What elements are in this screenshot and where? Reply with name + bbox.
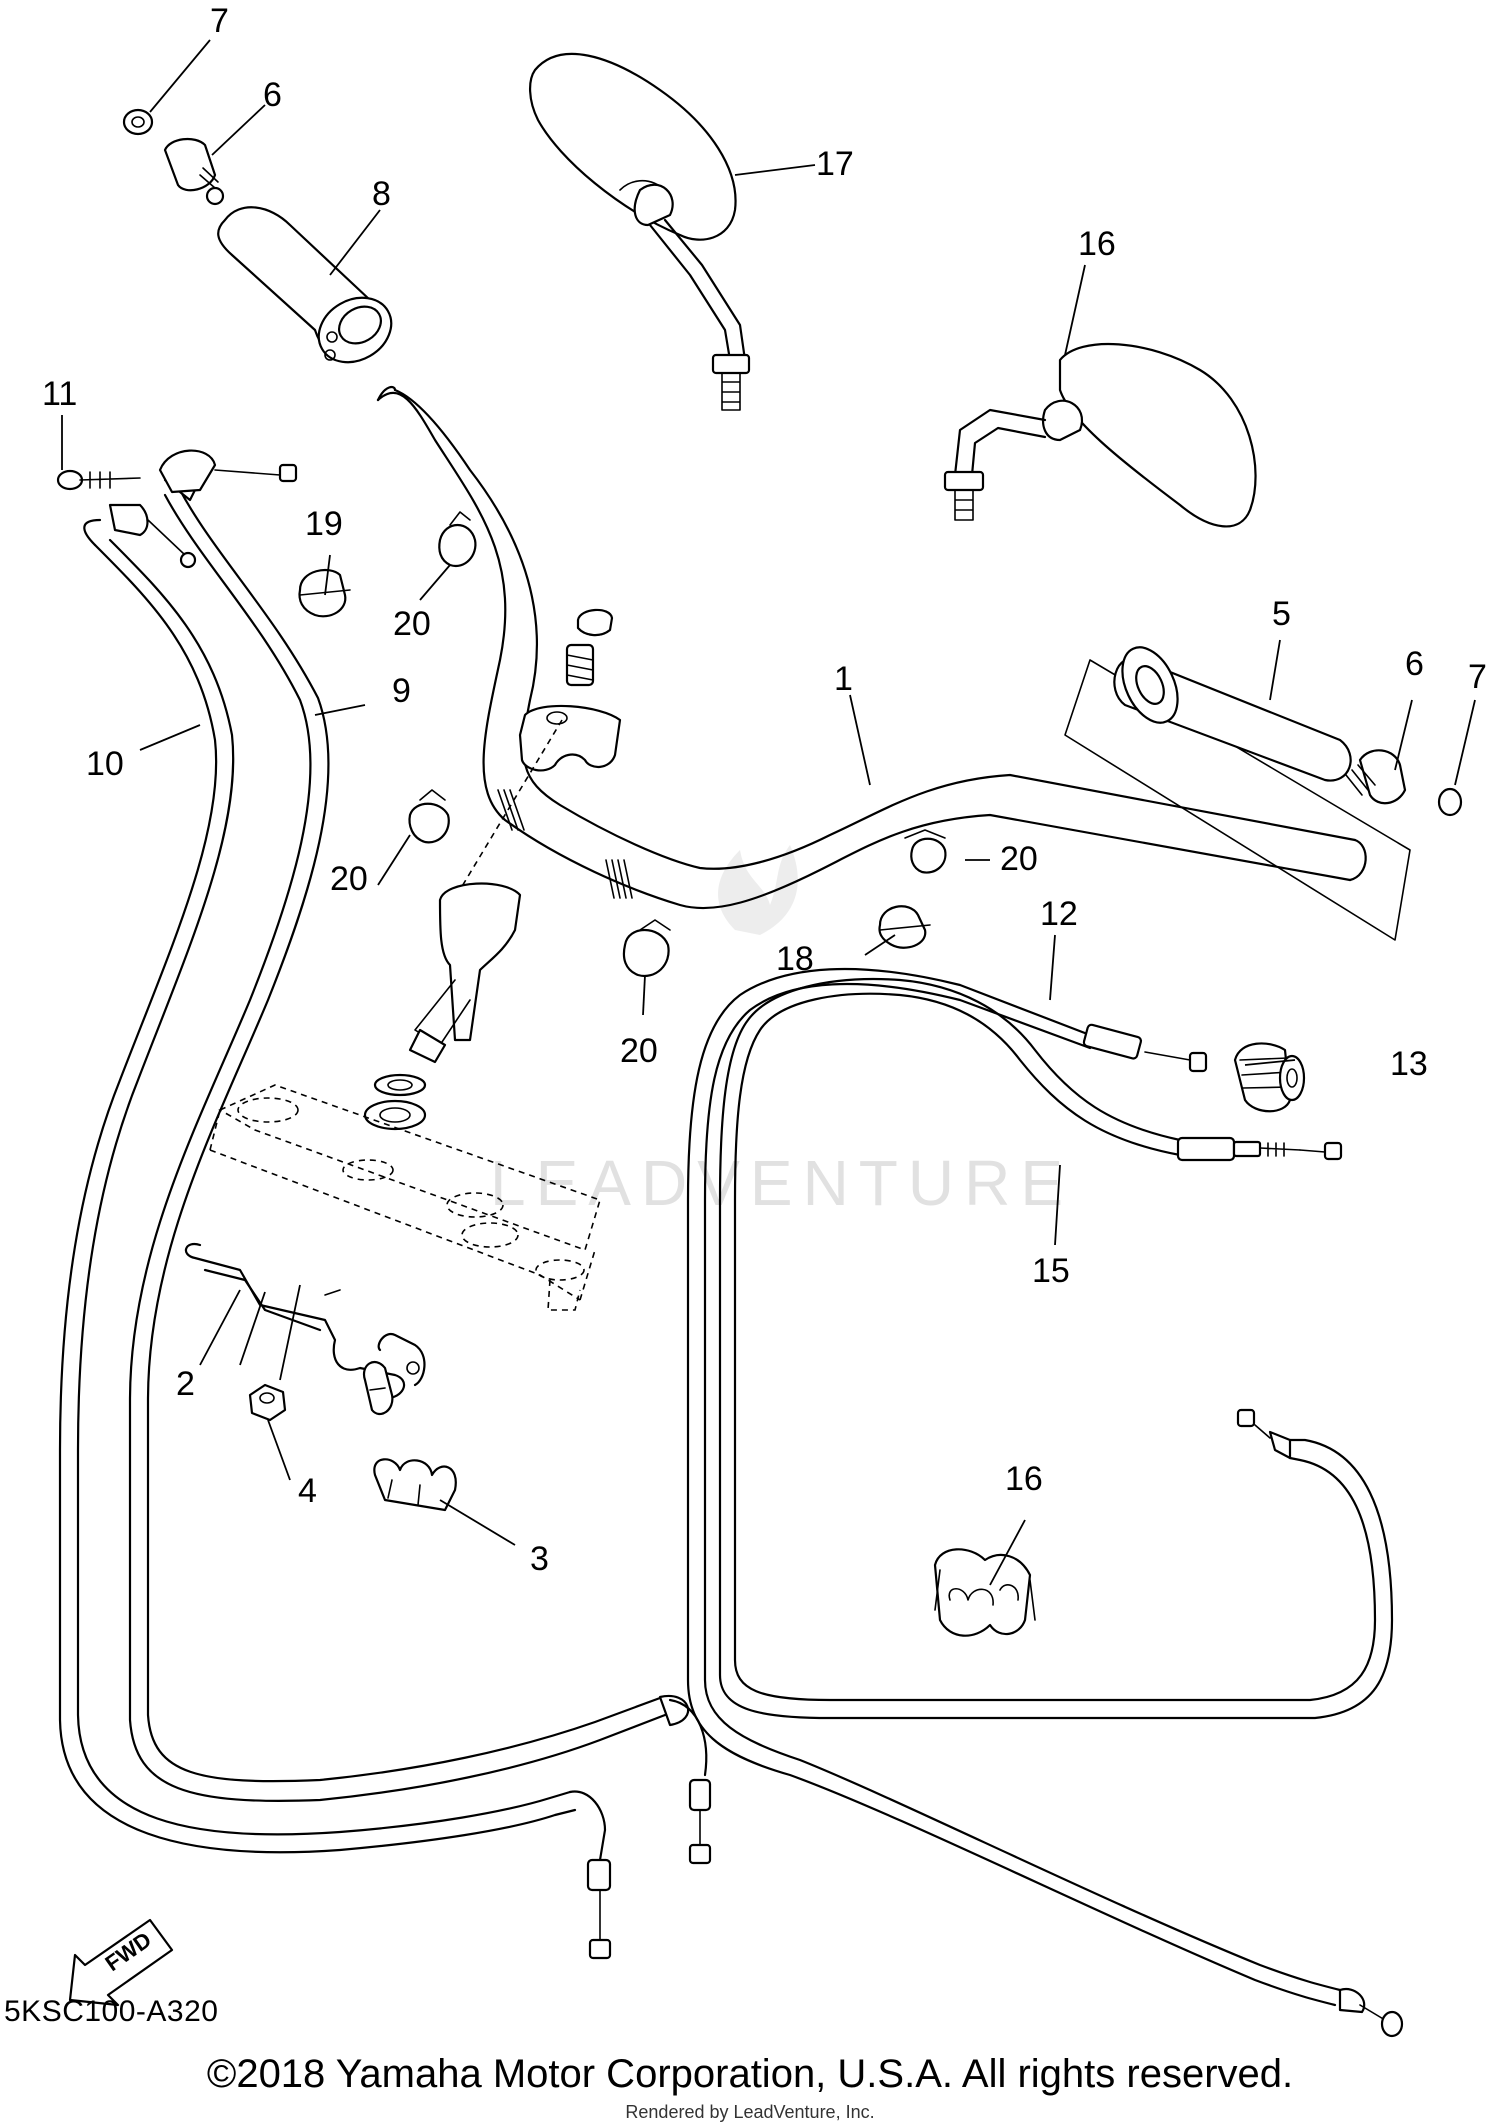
part-label-14: 16 <box>1078 225 1116 263</box>
part-label-13: 13 <box>1390 1045 1428 1083</box>
part-number-labels: 7 6 8 17 16 5 6 7 1 11 19 20 9 10 20 20 … <box>42 2 1487 1578</box>
part-label-20-d: 20 <box>1000 840 1038 878</box>
part-label-16: 15 <box>1032 1252 1070 1290</box>
cable-clamp-20-c[interactable] <box>622 919 671 978</box>
bar-end-cap-right[interactable] <box>1437 787 1463 817</box>
mirror-left[interactable] <box>943 342 1257 528</box>
throttle-cable-top-fitting[interactable] <box>158 449 298 494</box>
part-label-20-c: 20 <box>620 1032 658 1070</box>
mirror-right[interactable] <box>529 52 751 411</box>
part-label-4: 4 <box>298 1472 317 1510</box>
bar-end-weight-right[interactable] <box>1345 749 1407 805</box>
part-label-10: 10 <box>86 745 124 783</box>
part-label-3: 3 <box>530 1540 549 1578</box>
part-label-8: 8 <box>372 175 391 213</box>
part-label-11: 11 <box>42 375 77 413</box>
part-label-2: 2 <box>176 1365 195 1403</box>
leader-lines <box>61 39 1476 1586</box>
handlebar-holder-upper[interactable] <box>518 704 622 772</box>
part-label-19: 19 <box>305 505 343 543</box>
part-label-1: 1 <box>834 660 853 698</box>
part-label-15: 17 <box>816 145 854 183</box>
fwd-arrow: FWD <box>68 1918 174 2007</box>
cable-clamp-19[interactable] <box>298 568 351 618</box>
part-label-7-right: 7 <box>1468 658 1487 696</box>
cable-clamp-20-d[interactable] <box>904 829 947 874</box>
watermark: LEADVENTURE <box>490 845 1073 1219</box>
cable-16[interactable] <box>718 977 1394 1720</box>
part-label-12: 12 <box>1040 895 1078 933</box>
diagram-code: 5KSC100-A320 <box>4 1995 219 2028</box>
cable-guide[interactable] <box>184 1242 426 1400</box>
part-label-6-right: 6 <box>1405 645 1424 683</box>
cable-clamp-18[interactable] <box>878 905 931 949</box>
part-label-17: 16 <box>1005 1460 1043 1498</box>
holder-alignment-line <box>454 719 563 899</box>
part-label-9: 9 <box>392 672 411 710</box>
cable-boot[interactable] <box>1233 1042 1306 1113</box>
watermark-text: LEADVENTURE <box>490 1147 1073 1219</box>
handlebar-riser[interactable] <box>408 882 522 1064</box>
bar-end-weight-left[interactable] <box>163 137 225 206</box>
copyright-notice: ©2018 Yamaha Motor Corporation, U.S.A. A… <box>206 2052 1294 2096</box>
part-label-18: 18 <box>776 940 814 978</box>
holder-bolt[interactable] <box>565 643 595 687</box>
cable-clamp-lower[interactable] <box>373 1458 457 1512</box>
handlebar[interactable] <box>376 385 1367 910</box>
left-grip[interactable] <box>1111 639 1352 782</box>
bolt-cap[interactable] <box>576 608 614 637</box>
part-label-5: 5 <box>1272 595 1291 633</box>
throttle-grip[interactable] <box>217 206 403 375</box>
washers[interactable] <box>363 1073 427 1131</box>
part-label-20-a: 20 <box>393 605 431 643</box>
nut[interactable] <box>248 1383 287 1422</box>
part-label-6-top: 6 <box>263 76 282 114</box>
grip-frame <box>1064 659 1411 941</box>
cable-holder-17[interactable] <box>933 1548 1036 1637</box>
bar-end-cap-left[interactable] <box>122 108 154 136</box>
part-label-7-top: 7 <box>210 2 229 40</box>
rendered-by-notice: Rendered by LeadVenture, Inc. <box>625 2102 875 2122</box>
throttle-cable-10[interactable] <box>58 503 612 1960</box>
screw[interactable] <box>56 469 141 491</box>
cable-clamp-20-a[interactable] <box>438 511 477 568</box>
cable-clamp-small[interactable] <box>362 1361 394 1416</box>
cable-clamp-20-b[interactable] <box>408 789 450 844</box>
cable-12[interactable] <box>686 967 1404 2038</box>
part-label-20-b: 20 <box>330 860 368 898</box>
